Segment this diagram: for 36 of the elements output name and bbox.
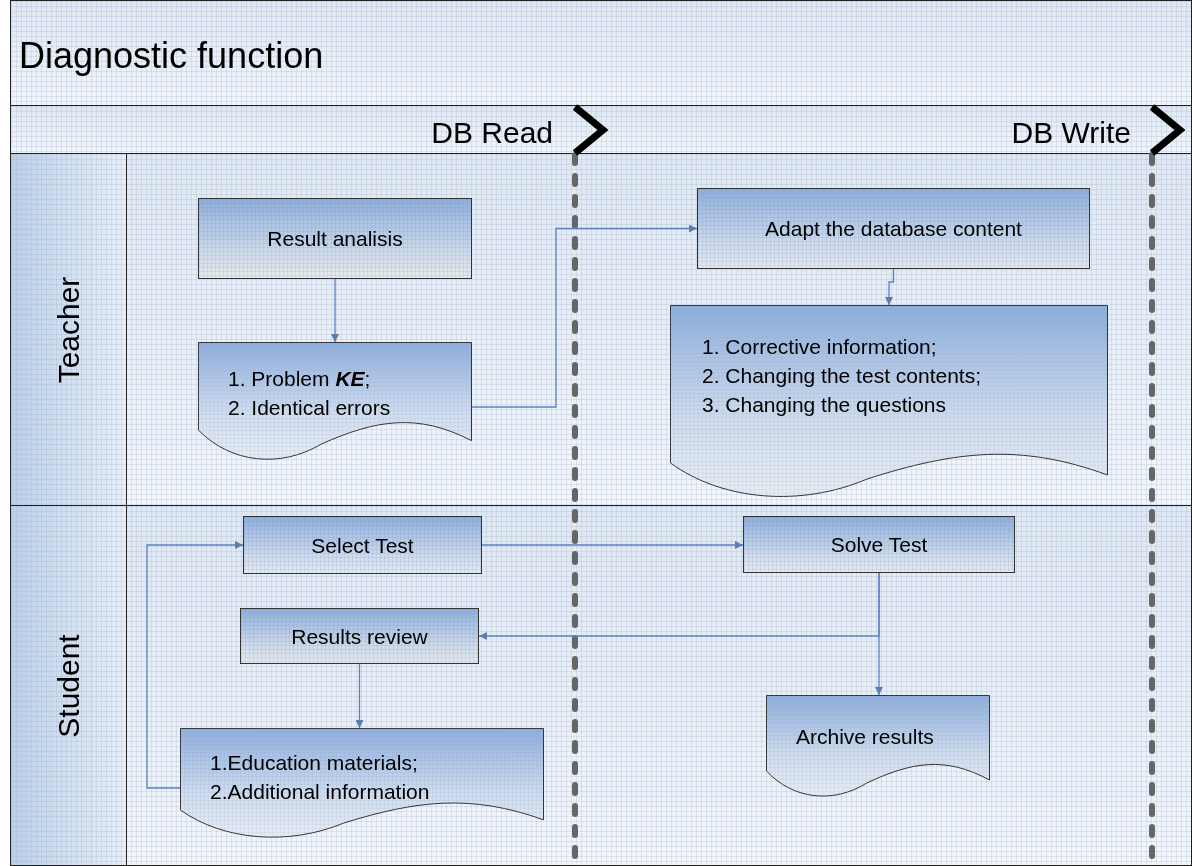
node-text: 1. Corrective information; bbox=[702, 334, 938, 360]
arrow bbox=[331, 278, 339, 343]
process-box bbox=[198, 198, 472, 279]
node-text: 2. Identical errors bbox=[228, 395, 392, 421]
node-text: Solve Test bbox=[830, 532, 928, 558]
node-text: Adapt the database content bbox=[765, 216, 1022, 242]
node-text: 1.Education materials; bbox=[210, 750, 419, 776]
document-shape bbox=[766, 695, 990, 795]
document-shape bbox=[670, 305, 1108, 495]
node-text: 3. Changing the questions bbox=[702, 392, 947, 418]
node-text: Archive results bbox=[796, 724, 935, 750]
lane-label: Student bbox=[51, 633, 86, 738]
node-text: Results review bbox=[291, 623, 428, 650]
process-box bbox=[743, 516, 1015, 573]
node-text: Select Test bbox=[311, 532, 414, 559]
node-text: Result analisis bbox=[267, 226, 403, 252]
lane-label: Teacher bbox=[51, 276, 86, 383]
arrow bbox=[885, 268, 895, 306]
phase-label: DB Read bbox=[431, 116, 553, 150]
arrow bbox=[471, 224, 698, 408]
process-box bbox=[240, 608, 479, 664]
arrow bbox=[146, 541, 244, 789]
document-shape bbox=[198, 342, 472, 458]
phase-label: DB Write bbox=[1011, 116, 1131, 150]
swimlane bbox=[10, 153, 1192, 506]
node-text: 2.Additional information bbox=[210, 779, 431, 805]
process-box bbox=[697, 188, 1090, 269]
document-shape bbox=[180, 728, 544, 836]
arrow bbox=[355, 663, 364, 729]
arrow bbox=[481, 541, 744, 549]
node-text: 1. Problem KE; bbox=[228, 366, 372, 392]
diagram-title: Diagnostic function bbox=[19, 35, 324, 77]
swimlane bbox=[10, 505, 1192, 866]
arrow bbox=[875, 572, 883, 696]
node-text: 2. Changing the test contents; bbox=[702, 363, 983, 389]
process-box bbox=[243, 516, 482, 574]
